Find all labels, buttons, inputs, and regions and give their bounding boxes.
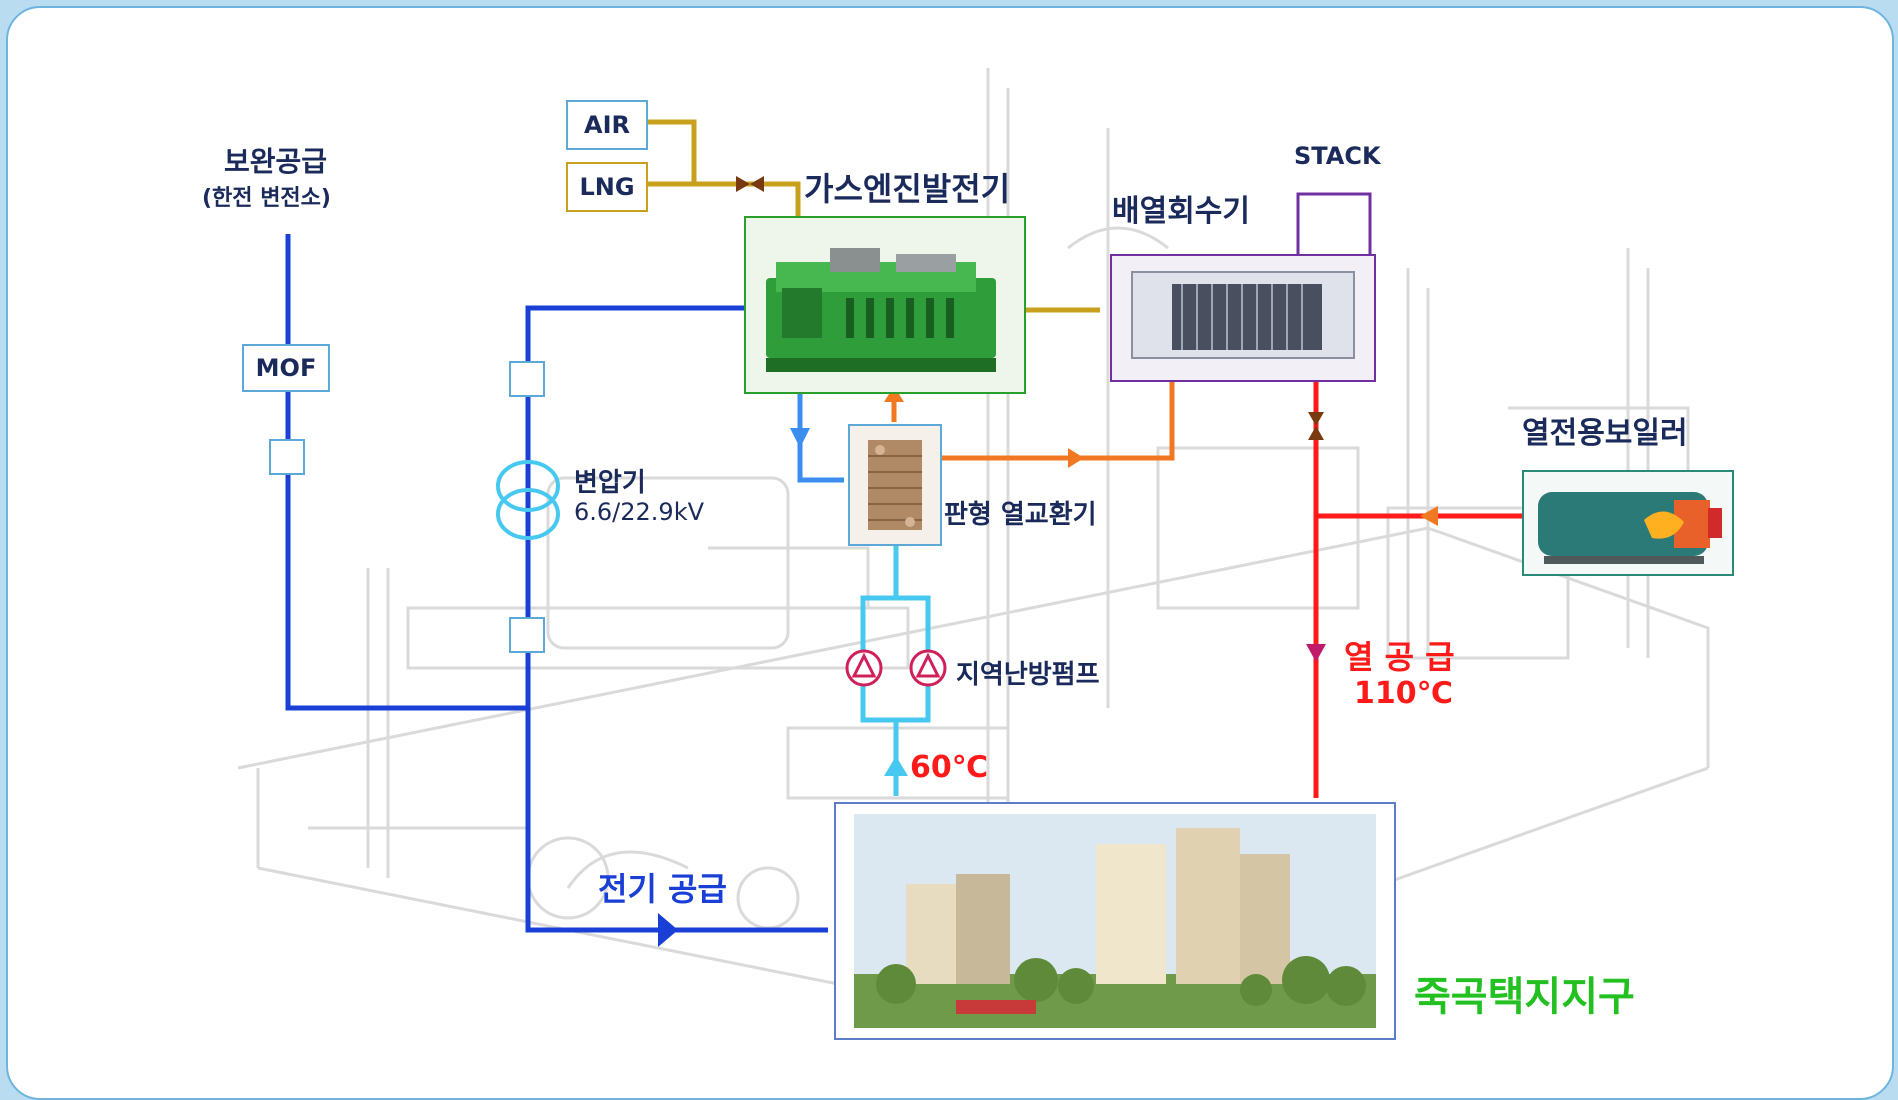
boiler-image <box>1522 470 1734 576</box>
flow-diagram <box>237 68 1710 1020</box>
district-label: 죽곡택지지구 <box>1414 974 1635 1020</box>
electricity-supply-label: 전기 공급 <box>598 870 727 908</box>
heat-supply-temp: 110℃ <box>1354 676 1453 711</box>
switch-box-upper <box>509 361 545 397</box>
mof-box: MOF <box>242 344 330 392</box>
air-source-box: AIR <box>566 100 648 150</box>
lng-source-box: LNG <box>566 162 648 212</box>
pump-icon-left <box>845 649 883 687</box>
heat-supply-label: 열 공 급 <box>1344 638 1455 676</box>
pump-label: 지역난방펌프 <box>956 660 1100 690</box>
hot-water-arrow-right <box>1068 448 1084 468</box>
transformer-label: 변압기 <box>574 468 646 498</box>
pump-icon-right <box>909 649 947 687</box>
hot-water-arrow-up <box>884 386 904 402</box>
plate-hx-image <box>848 424 942 546</box>
stack-label: STACK <box>1294 142 1381 170</box>
return-water-arrow <box>884 756 908 776</box>
gas-engine-image <box>744 216 1026 394</box>
gas-lines <box>644 119 1100 313</box>
transformer-rating: 6.6/22.9kV <box>574 498 705 526</box>
boiler-supply-arrow <box>1420 506 1438 526</box>
mof-box-lower <box>269 439 305 475</box>
switch-box-lower <box>509 617 545 653</box>
hrsg-image <box>1110 254 1376 382</box>
engine-coolant-arrow <box>790 428 810 448</box>
backup-supply-title: 보완공급 <box>224 145 328 178</box>
district-image <box>834 802 1396 1040</box>
return-water-temp: 60℃ <box>910 750 989 785</box>
hrsg-label: 배열회수기 <box>1112 194 1250 229</box>
engine-coolant-line <box>797 388 844 483</box>
gas-valve <box>736 176 764 192</box>
gas-engine-label: 가스엔진발전기 <box>804 170 1011 208</box>
electric-flow-arrow <box>658 913 678 947</box>
heat-valve <box>1308 412 1324 440</box>
plate-hx-label: 판형 열교환기 <box>944 500 1097 530</box>
heat-supply-arrow <box>1306 644 1326 662</box>
plant-sketch-background <box>237 68 1710 1020</box>
diagram-frame: 보완공급 (한전 변전소) AIR LNG MOF 가스엔진발전기 STACK … <box>6 6 1894 1100</box>
heat-supply-lines <box>1313 376 1522 798</box>
backup-supply-subtitle: (한전 변전소) <box>202 186 331 211</box>
boiler-label: 열전용보일러 <box>1522 416 1688 451</box>
transformer-icon <box>496 460 560 540</box>
